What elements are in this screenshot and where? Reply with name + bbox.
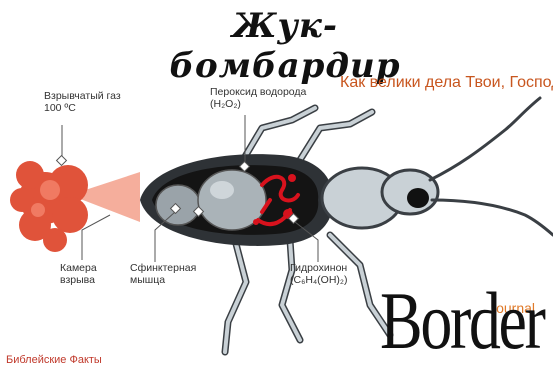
reservoir-highlight xyxy=(210,181,234,199)
subtitle: Как велики дела Твои, Господи xyxy=(340,74,553,92)
label-explosion-chamber: Камера взрыва xyxy=(60,262,110,286)
label-sphincter-muscle: Сфинктерная мышца xyxy=(130,262,206,286)
explosion-cloud xyxy=(10,161,88,252)
label-explosive-gas: Взрывчатый газ 100 ºС xyxy=(44,90,124,114)
label-hydroquinone: Гидрохинон (C₆H₄(OH)₂) xyxy=(290,262,380,286)
footer-caption: Библейские Факты xyxy=(6,354,102,366)
label-hydrogen-peroxide: Пероксид водорода (H₂O₂) xyxy=(210,86,310,110)
antennae xyxy=(430,98,553,235)
logo-border-word: Border xyxy=(380,280,544,362)
eye xyxy=(407,188,429,208)
explosion-chamber xyxy=(156,185,200,225)
